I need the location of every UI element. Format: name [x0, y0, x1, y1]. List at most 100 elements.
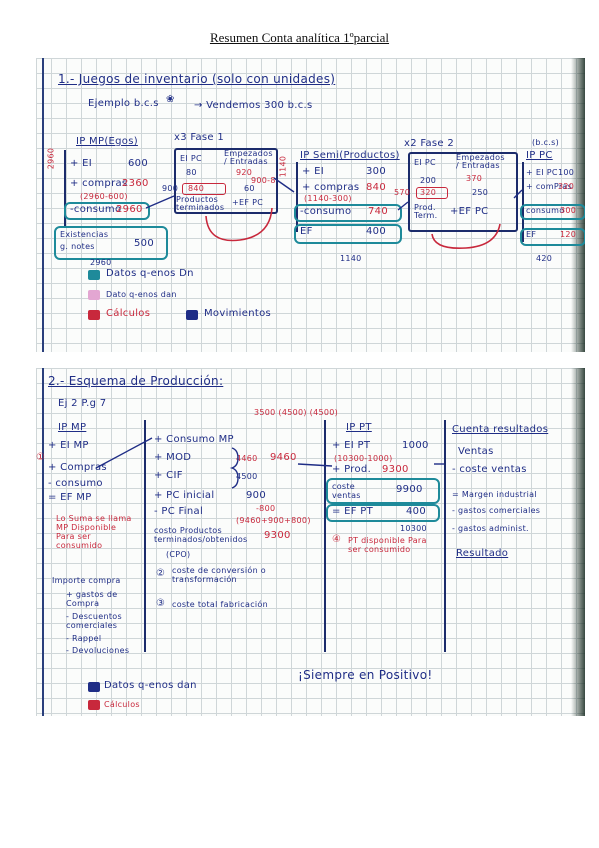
- ip-semi-consumo: -consumo: [300, 206, 352, 217]
- ip-pt-ef: = EF PT: [332, 506, 374, 517]
- fase1-v80: 80: [186, 168, 197, 177]
- section-heading: 1.- Juegos de inventario (solo con unida…: [58, 72, 336, 86]
- legend-swatch: [186, 310, 198, 320]
- center-total: 9460: [270, 452, 297, 463]
- legend-label: Movimientos: [204, 308, 272, 319]
- ip-mp-compras: + compras: [70, 178, 128, 189]
- highlight-box: [182, 183, 226, 195]
- fase2-box: [408, 152, 518, 232]
- highlight-box: [416, 187, 448, 199]
- always-positive: ¡Siempre en Positivo!: [298, 668, 433, 682]
- ip-pc-unit: (b.c.s): [532, 138, 560, 147]
- highlight-box: [520, 228, 585, 246]
- highlight-box: [294, 204, 402, 222]
- ip-pc-below: 420: [536, 254, 553, 263]
- ip-pc-compras: + comPras: [526, 182, 573, 191]
- fase1-label: x3 Fase 1: [174, 132, 225, 143]
- ip-mp-note: Lo Suma se llama MP Disponible Para ser …: [56, 514, 132, 550]
- ip-pt-ventas: coste ventas: [332, 482, 361, 500]
- flow-arrows: [145, 177, 523, 250]
- ip-pc-consumo: consumo: [526, 206, 565, 215]
- ip-mp-ei-val: 600: [128, 158, 148, 169]
- fase2-vsub: 570: [394, 188, 411, 197]
- fase2-empezados: Empezados / Entradas: [456, 153, 505, 170]
- ip-mp-below: 2960: [90, 258, 112, 267]
- fase1-v60: 60: [244, 184, 255, 193]
- highlight-box: [64, 202, 150, 220]
- legend-swatch: [88, 700, 100, 710]
- ip-pt-below: 10300: [400, 524, 427, 533]
- fase2-v370: 370: [466, 174, 483, 183]
- fase2-v200: 200: [420, 176, 437, 185]
- fase2-v250: 250: [472, 188, 489, 197]
- ip-semi-ef-val: 400: [366, 226, 386, 237]
- note-number: ②: [156, 568, 166, 579]
- results-coste: - coste ventas: [452, 464, 527, 475]
- fase1-v840: 840: [188, 184, 205, 193]
- ip-mp-ei: + EI: [70, 158, 93, 169]
- ip-pc-consumo-val: 300: [560, 206, 577, 215]
- center-consumo: + Consumo MP: [154, 434, 234, 445]
- center-pc-ini-val: 900: [246, 490, 266, 501]
- fase2-label: x2 Fase 2: [404, 138, 455, 149]
- fase1-ei-pc: EI PC: [180, 154, 202, 163]
- results-header: Cuenta resultados: [452, 424, 549, 435]
- highlight-box: [54, 226, 168, 260]
- ip-mp-consumo-val: 2960: [116, 204, 143, 215]
- center-pc-ini: + PC inicial: [154, 490, 215, 501]
- column-divider: [444, 420, 446, 652]
- ip-pc-ei-val: 100: [558, 168, 575, 177]
- center-conv: coste de conversión o transformación: [172, 566, 267, 584]
- t-account-line: [296, 162, 298, 232]
- fase2-ei-pc: EI PC: [414, 158, 436, 167]
- ip-pt-range: (10300-1000): [334, 454, 393, 463]
- center-costo: costo Productos terminados/obtenidos: [154, 526, 248, 544]
- results-g1: - gastos comerciales: [452, 506, 541, 515]
- note-number: ①: [36, 452, 46, 463]
- sell-label: → Vendemos 300 b.c.s: [194, 100, 313, 111]
- page-edge-shadow: [571, 368, 585, 716]
- ip-mp-compras-val: 2360: [122, 178, 149, 189]
- flow-arrows: [95, 437, 444, 489]
- ip-semi-below: 1140: [340, 254, 362, 263]
- page-margin: [42, 58, 44, 352]
- legend-swatch: [88, 310, 100, 320]
- highlight-box: [326, 504, 440, 522]
- fase2-v320: 320: [420, 188, 437, 197]
- column-divider: [324, 420, 326, 652]
- document-title: Resumen Conta analítica 1ºparcial: [209, 30, 390, 45]
- legend-label: Datos q-enos Dn: [106, 268, 194, 279]
- ip-pc-ef: EF: [526, 230, 537, 239]
- ip-pt-prod: + Prod.: [332, 464, 372, 475]
- fase1-ef-pc: +EF PC: [232, 198, 264, 207]
- note-number: ④: [332, 534, 342, 545]
- notebook-page-production: 2.- Esquema de Producción: Ej 2 P.g 7 IP…: [36, 368, 585, 716]
- column-divider: [144, 420, 146, 652]
- center-pc-fin: - PC Final: [154, 506, 204, 517]
- center-mod: + MOD: [154, 452, 192, 463]
- center-top: 3500 (4500) (4500): [254, 408, 339, 417]
- legend-label: Datos q-enos dan: [104, 680, 197, 691]
- center-cif: + CIF: [154, 470, 183, 481]
- fase1-box: [174, 148, 278, 214]
- fase2-pt: Prod. Term.: [414, 203, 438, 220]
- center-mod-val: 4460: [236, 454, 258, 463]
- results-margen: = Margen industrial: [452, 490, 537, 499]
- notebook-page-inventory: 1.- Juegos de inventario (solo con unida…: [36, 58, 585, 352]
- ip-pc-header: IP PC: [526, 150, 553, 161]
- ip-semi-consumo-val: 740: [368, 206, 388, 217]
- center-pc-fin-val: -800: [256, 504, 276, 513]
- molecule-icon: ❀: [166, 94, 175, 105]
- ip-semi-ef: EF: [300, 226, 313, 237]
- highlight-box: [294, 224, 402, 244]
- import-item: + gastos de Compra: [66, 590, 118, 608]
- legend-swatch: [88, 290, 100, 300]
- legend-swatch: [88, 270, 100, 280]
- results-g2: - gastos administ.: [452, 524, 529, 533]
- results-res: Resultado: [456, 548, 509, 559]
- ip-mp-consumo: -consumo: [70, 204, 122, 215]
- fase1-empezados: Empezados / Entradas: [224, 149, 273, 166]
- fase1-pt: Productos terminados: [176, 195, 225, 212]
- fase2-ef-pc: +EF PC: [450, 206, 489, 217]
- center-range: (9460+900+800): [236, 516, 311, 525]
